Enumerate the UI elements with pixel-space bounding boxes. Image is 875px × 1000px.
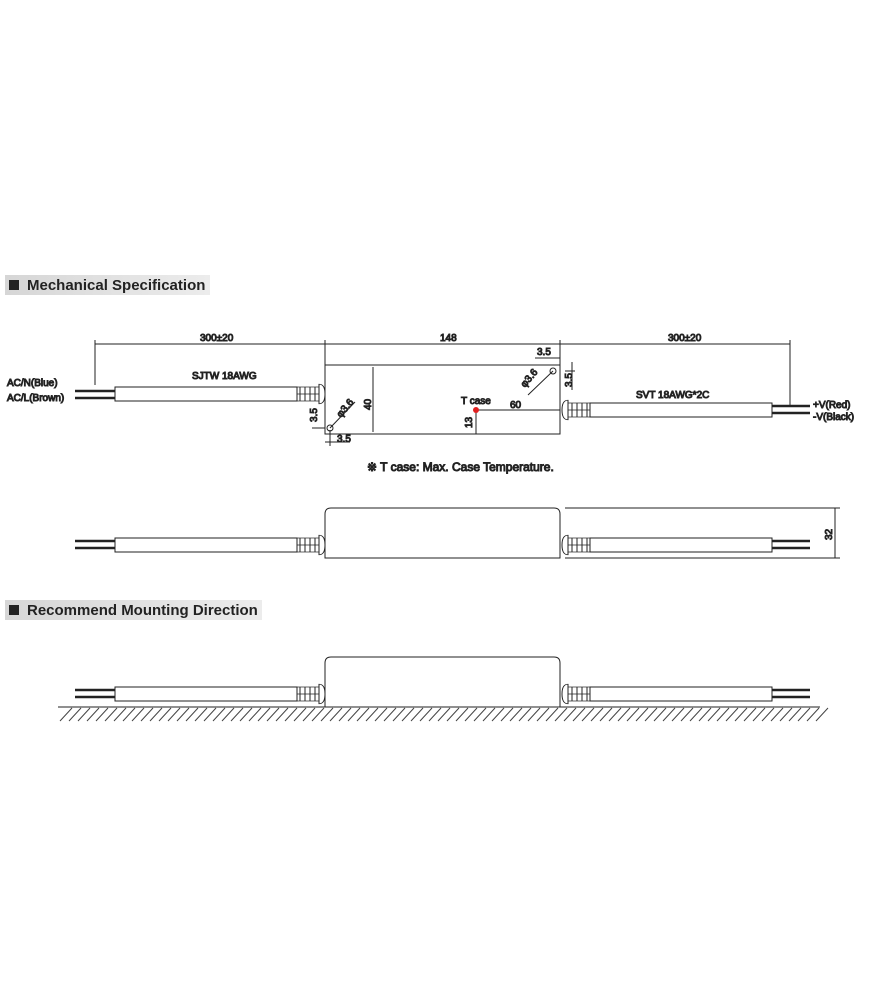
label-ac-l: AC/L(Brown) [7, 393, 64, 404]
dim-output-cable-length: 300±20 [668, 333, 702, 344]
tcase-dot [473, 407, 479, 413]
dim-body-height: 32 [824, 528, 835, 540]
label-v-pos: +V(Red) [813, 400, 851, 411]
dim-input-cable-length: 300±20 [200, 333, 234, 344]
dim-body-length: 148 [440, 333, 457, 344]
dim-hole-offset: 3.5 [537, 347, 551, 358]
dim-tcase-y: 13 [464, 416, 475, 428]
label-v-neg: -V(Black) [813, 412, 854, 423]
dim-tcase-x: 60 [510, 400, 522, 411]
dim-hole-offset: 3.5 [309, 408, 320, 422]
square-bullet-icon [9, 605, 19, 615]
tcase-note: ※ T case: Max. Case Temperature. [367, 460, 554, 474]
top-view [75, 340, 810, 446]
side-view [75, 507, 840, 559]
label-ac-n: AC/N(Blue) [7, 378, 58, 389]
tcase-label: T case [461, 396, 491, 407]
section-header-mounting: Recommend Mounting Direction [5, 600, 262, 620]
output-cable-spec: SVT 18AWG*2C [636, 390, 709, 401]
section-title: Recommend Mounting Direction [27, 601, 258, 619]
mounting-view [58, 656, 829, 722]
dim-hole-offset: 3.5 [564, 373, 575, 387]
dim-hole-offset: 3.5 [337, 434, 351, 445]
section-header-mechanical: Mechanical Specification [5, 275, 210, 295]
input-cable-spec: SJTW 18AWG [192, 371, 257, 382]
dim-body-width: 40 [363, 398, 374, 410]
square-bullet-icon [9, 280, 19, 290]
section-title: Mechanical Specification [27, 276, 206, 294]
